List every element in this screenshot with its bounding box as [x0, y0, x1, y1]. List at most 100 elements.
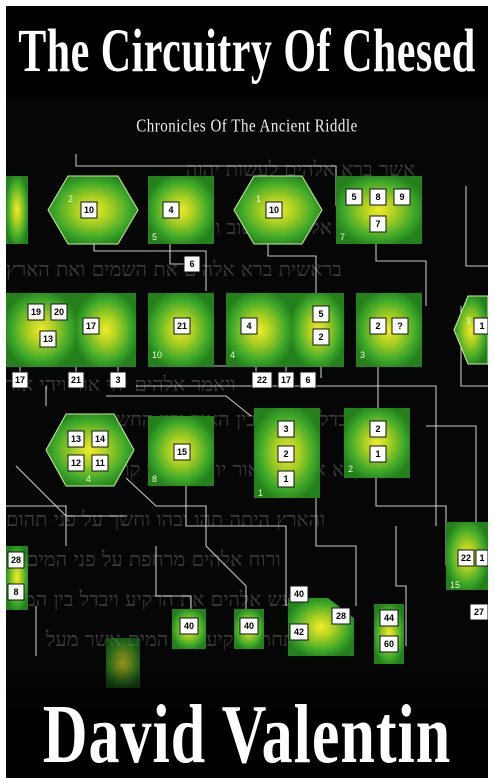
chip: 28 — [7, 551, 25, 569]
chip: 3 — [109, 371, 127, 389]
svg-text:17: 17 — [86, 321, 96, 331]
svg-text:2: 2 — [283, 449, 288, 459]
chip: 6 — [299, 371, 317, 389]
svg-text:40: 40 — [184, 621, 194, 631]
svg-text:ויבדל אלהים בין האור ובין החשך: ויבדל אלהים בין האור ובין החשך — [106, 407, 358, 431]
chip: 13 — [67, 430, 85, 448]
svg-text:12: 12 — [71, 458, 81, 468]
module-11 — [453, 295, 488, 365]
svg-text:1: 1 — [375, 449, 380, 459]
module-8 — [226, 293, 292, 367]
module-label: 10 — [152, 350, 162, 360]
chip: 4 — [162, 201, 180, 219]
svg-text:13: 13 — [71, 434, 81, 444]
svg-text:2: 2 — [318, 332, 323, 342]
circuit-board-illustration: אשר ברא אלהים לעשות יהוה וירא אלהים כי ט… — [6, 154, 488, 688]
svg-text:20: 20 — [54, 307, 64, 317]
module-label: 3 — [360, 350, 365, 360]
chip: 14 — [91, 430, 109, 448]
svg-text:22: 22 — [257, 375, 267, 385]
chip: 1 — [277, 470, 295, 488]
title-band: The Circuitry Of Chesed — [6, 6, 488, 98]
svg-text:13: 13 — [43, 334, 53, 344]
chip: 15 — [173, 443, 191, 461]
chip: 10 — [265, 201, 283, 219]
chip: 2 — [369, 420, 387, 438]
svg-text:בראשית ברא אלהים את השמים ואת: בראשית ברא אלהים את השמים ואת הארץ — [6, 257, 342, 281]
chip: 42 — [289, 623, 309, 641]
chip: 1 — [369, 445, 387, 463]
module-label: 4 — [230, 350, 235, 360]
svg-text:והארץ היתה תהו ובהו וחשך על פנ: והארץ היתה תהו ובהו וחשך על פני תהום — [6, 507, 325, 531]
svg-text:3: 3 — [283, 424, 288, 434]
svg-text:15: 15 — [177, 447, 187, 457]
chip: ? — [391, 317, 409, 335]
svg-text:28: 28 — [11, 555, 21, 565]
chip: 3 — [277, 420, 295, 438]
chip: 8 — [7, 583, 25, 601]
svg-text:10: 10 — [84, 205, 94, 215]
svg-text:5: 5 — [318, 309, 323, 319]
svg-text:1: 1 — [479, 321, 484, 331]
svg-text:?: ? — [397, 321, 403, 331]
chip: 10 — [80, 201, 98, 219]
chip: 21 — [173, 317, 191, 335]
svg-text:5: 5 — [351, 192, 356, 202]
svg-text:60: 60 — [384, 639, 394, 649]
chip: 20 — [50, 303, 68, 321]
chip: 9 — [393, 188, 411, 206]
chip: 27 — [469, 603, 488, 621]
module-label: 5 — [152, 232, 157, 242]
module-label: 1 — [256, 194, 261, 204]
chip: 2 — [369, 317, 387, 335]
svg-text:42: 42 — [294, 627, 304, 637]
svg-text:3: 3 — [115, 375, 120, 385]
chip: 17 — [277, 371, 295, 389]
chip: 11 — [91, 454, 109, 472]
svg-text:40: 40 — [294, 589, 304, 599]
svg-text:27: 27 — [474, 607, 484, 617]
chip: 44 — [379, 609, 399, 627]
svg-text:6: 6 — [189, 259, 194, 269]
chip: 22 — [251, 371, 273, 389]
module-label: 3 — [466, 316, 471, 326]
module-label: 4 — [86, 474, 91, 484]
svg-text:10: 10 — [269, 205, 279, 215]
module-label: 2 — [348, 464, 353, 474]
module-label: 2 — [68, 194, 73, 204]
chip: 21 — [67, 371, 85, 389]
chip: 17 — [11, 371, 29, 389]
svg-text:22: 22 — [461, 553, 471, 563]
svg-text:19: 19 — [31, 307, 41, 317]
svg-text:2: 2 — [375, 424, 380, 434]
svg-text:21: 21 — [71, 375, 81, 385]
book-subtitle: Chronicles Of The Ancient Riddle — [136, 117, 358, 137]
chip: 1 — [475, 549, 488, 567]
svg-text:7: 7 — [375, 219, 380, 229]
svg-text:1: 1 — [283, 474, 288, 484]
svg-text:ויעש אלהים את הרקיע ויבדל בין: ויעש אלהים את הרקיע ויבדל בין המים — [6, 587, 303, 611]
svg-text:28: 28 — [336, 611, 346, 621]
svg-text:21: 21 — [177, 321, 187, 331]
chip: 22 — [457, 549, 475, 567]
module-0 — [6, 176, 28, 244]
svg-text:1: 1 — [479, 553, 484, 563]
chip: 40 — [179, 617, 199, 635]
svg-text:6: 6 — [305, 375, 310, 385]
chip-layer: 10 4 10 5 8 9 7 19 20 13 17 21 4 5 2 2 ?… — [7, 188, 488, 653]
author-band: David Valentin — [6, 668, 488, 778]
chip: 40 — [289, 585, 309, 603]
module-10 — [356, 293, 422, 367]
svg-text:ורוח אלהים מרחפת על פני המים: ורוח אלהים מרחפת על פני המים — [26, 547, 280, 571]
chip: 8 — [369, 188, 387, 206]
chip: 6 — [183, 255, 201, 273]
svg-text:17: 17 — [15, 375, 25, 385]
chip: 2 — [312, 328, 330, 346]
svg-text:4: 4 — [246, 321, 251, 331]
author-name: David Valentin — [42, 689, 452, 778]
module-label: 7 — [340, 232, 345, 242]
book-title: The Circuitry Of Chesed — [18, 18, 476, 86]
chip: 5 — [312, 305, 330, 323]
module-4 — [336, 176, 422, 244]
chip: 28 — [331, 607, 351, 625]
